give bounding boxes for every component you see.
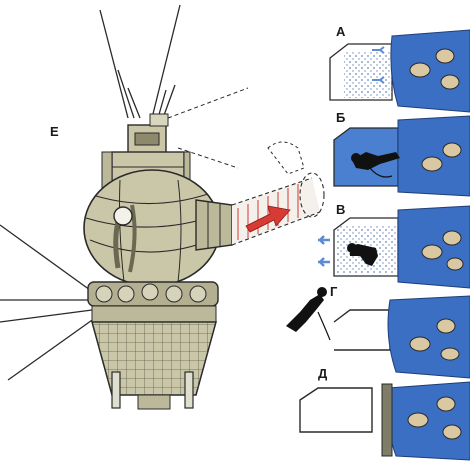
label-step-g: Г [330,284,338,299]
step-d [299,381,470,461]
step-g [286,287,470,379]
cosmonaut-icon [352,152,400,170]
label-step-d: Д [318,366,328,381]
label-step-a: А [336,24,346,39]
antennas [0,4,181,381]
step-a [329,29,470,113]
transfer-arrow [245,205,291,233]
step-b [333,115,470,197]
extended-airlock [167,87,325,246]
spacewalker-icon [286,294,324,332]
label-spacecraft: Е [50,124,59,139]
label-step-b: Б [336,110,345,125]
spacecraft [0,4,233,410]
cosmonaut-icon [350,244,378,266]
step-v [318,205,470,289]
label-step-v: В [336,202,345,217]
